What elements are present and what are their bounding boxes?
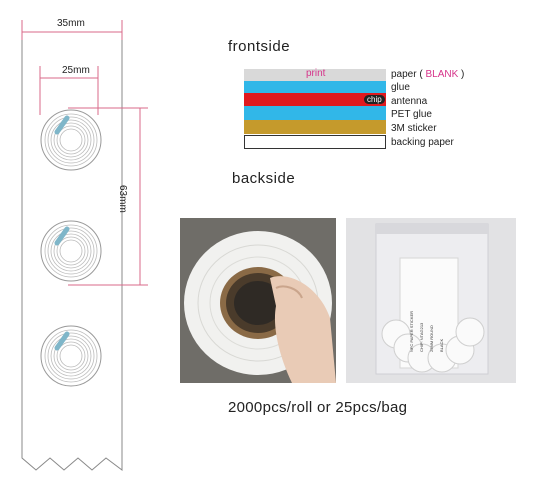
height-dimension-label: 63mm [117, 185, 128, 213]
label-antenna: antenna [391, 96, 428, 107]
bag-label-line-1: NFC PAPER STICKER [409, 310, 414, 352]
layer-3m-sticker [244, 120, 386, 134]
bag-label-line-4: BLACK [439, 338, 444, 352]
bag-label-line-2: CHIP: NTAG213 [419, 322, 424, 352]
roll-photo [180, 218, 336, 383]
bag-label-line-3: 25MM ROUND [429, 325, 434, 352]
bag-photo: NFC PAPER STICKER CHIP: NTAG213 25MM ROU… [346, 218, 516, 383]
backside-heading: backside [232, 170, 296, 187]
layer-glue [244, 81, 386, 93]
label-strip-drawing [21, 20, 148, 471]
chip-badge: chip [364, 95, 385, 104]
layer-backing-paper [244, 135, 386, 149]
nfc-tag-3 [40, 325, 102, 387]
label-backing-paper: backing paper [391, 137, 454, 148]
print-label: print [306, 68, 326, 79]
nfc-tag-2 [40, 220, 102, 282]
width-dimension-label: 35mm [57, 18, 85, 29]
label-3m-sticker: 3M sticker [391, 123, 437, 134]
frontside-heading: frontside [228, 38, 291, 55]
label-glue: glue [391, 82, 410, 93]
bag-label: NFC PAPER STICKER CHIP: NTAG213 25MM ROU… [405, 268, 453, 358]
label-paper: paper ( BLANK ) [391, 69, 465, 80]
layer-antenna: chip [244, 93, 386, 106]
layer-paper: print [244, 68, 386, 81]
label-pet-glue: PET glue [391, 109, 432, 120]
nfc-tag-1 [40, 109, 102, 171]
packaging-caption: 2000pcs/roll or 25pcs/bag [228, 399, 408, 416]
layer-pet-glue [244, 106, 386, 120]
inner-dimension-label: 25mm [62, 65, 90, 76]
